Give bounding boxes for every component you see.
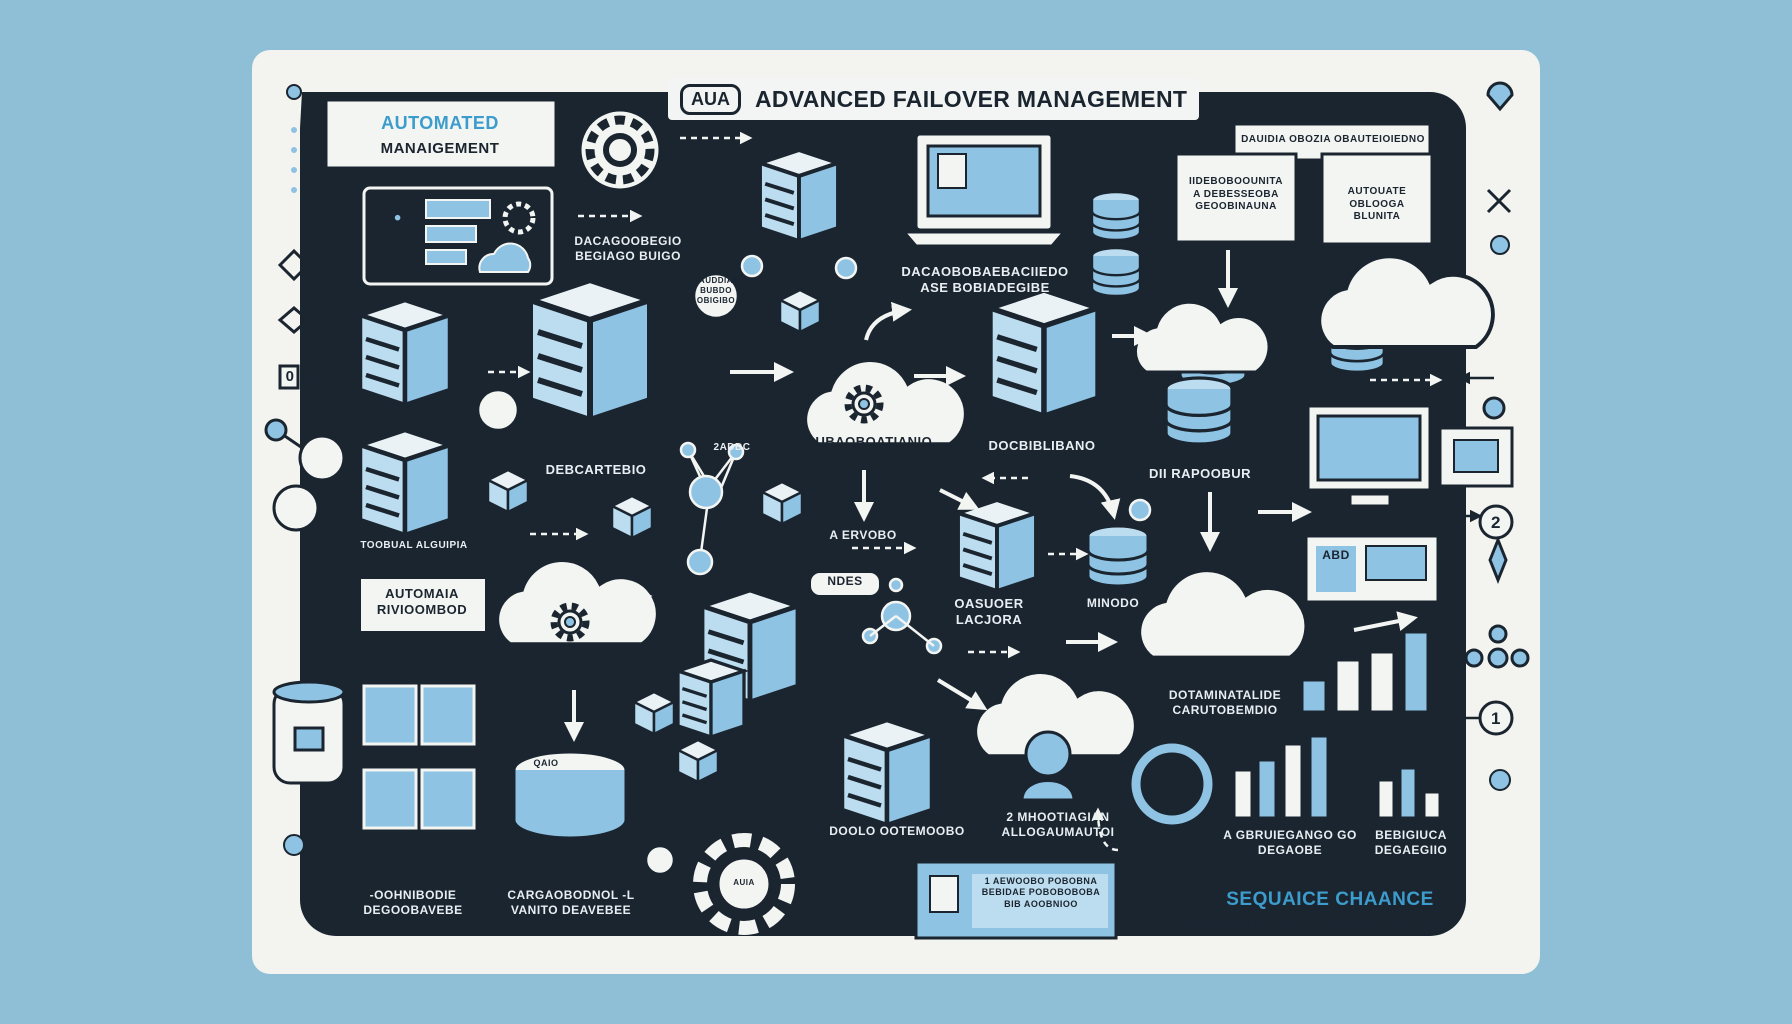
automated-management-frame (324, 98, 558, 170)
automaia-box (358, 576, 488, 634)
header-title-bar: AUA ADVANCED FAILOVER MANAGEMENT (668, 78, 1200, 120)
document-grid (362, 684, 476, 830)
automated-label: AUTOMATED (381, 113, 499, 133)
ndes-pill (808, 570, 882, 598)
label-mhootiagian: 2 MHOOTIAGIAN ALLOGAUMAUTOI (1001, 810, 1115, 839)
label-caubaoboatianio: CAUBAOBOATIANIO (795, 434, 933, 449)
side-number-0: 0 (285, 368, 295, 385)
label-toobual: TOOBUAL ALGUIPIA (360, 540, 468, 551)
management-label: MANAIGEMENT (380, 140, 500, 157)
disk-icon (512, 750, 628, 840)
label-abd: ABD (1322, 548, 1350, 562)
label-ndes: NDES (827, 574, 863, 588)
doc-left-text: IIDEBOBOOUNITA A DEBESSEOBA GEOOBINAUNA (1188, 176, 1284, 212)
label-aewoobo: 1 AEWOOBO POBOBNA BEBIDAE POBOBOBOBA BIB… (981, 876, 1101, 909)
side-number-1: 1 (1491, 709, 1501, 728)
label-dacagoobegio: DACAGOOBEGIO BEGIAGO BUIGO (574, 234, 682, 263)
left-connector-nodes (264, 418, 346, 785)
doc-banner-text: DAUIDIA OBOZIA OBAUTEIOIEDNO (1241, 134, 1425, 145)
label-minodo: MINODO (1086, 596, 1140, 610)
side-number-2: 2 (1491, 513, 1501, 532)
label-dii-rapoobur: DII RAPOOBUR (1148, 466, 1252, 481)
doc-right-text: AUTOUATE OBLOOGA BLUNITA (1347, 186, 1407, 222)
label-automaia: AUTOMAIA RIVIOOMBOD (376, 586, 468, 618)
label-a-ervobo: A ERVOBO (829, 528, 897, 542)
header-badge: AUA (680, 83, 741, 115)
label-gbruiegango: A GBRUIEGANGO GO DEGAOBE (1223, 828, 1357, 857)
bar-chart-icons (1220, 630, 1462, 820)
diamond-icon (277, 248, 311, 334)
pin-icon (1486, 81, 1514, 112)
flow-arrows (564, 250, 1418, 742)
label-dotaminatalide: DOTAMINATALIDE CARUTOBEMDIO (1168, 688, 1282, 717)
label-2addc: 2ADDC (713, 442, 751, 453)
pie-chart-icon (1131, 743, 1213, 825)
label-debcartebio: DEBCARTEBIO (545, 462, 647, 477)
monitor-icon (900, 132, 1068, 248)
right-connector-nodes (1464, 396, 1530, 736)
side-dots (283, 84, 1511, 856)
label-oohnibodie: -OOHNIBODIE DEGOOBAVEBE (363, 888, 463, 917)
dashed-arrows (488, 131, 1443, 852)
close-icon (1486, 188, 1512, 214)
document-cards (1174, 122, 1434, 246)
label-docbiblibano: DOCBIBLIBANO (988, 438, 1096, 453)
label-damamimaubue: DAMAMIMAUBUE CHOVEOBEUMUNOO (1189, 914, 1451, 929)
label-qaio: QAIO (533, 758, 559, 768)
outer-arrows (300, 371, 1494, 725)
label-sequaice-chaance: SEQUAICE CHAANCE (1226, 889, 1434, 910)
label-cauddian: CAUDDIAN BUBDO OBIGIBO (692, 276, 740, 305)
right-monitor-icon (1306, 404, 1514, 508)
label-cargaobodnol: CARGAOBODNOL -L VANITO DEAVEBEE (507, 888, 635, 917)
label-auia: AUIA (733, 878, 755, 887)
page-title: ADVANCED FAILOVER MANAGEMENT (755, 85, 1188, 112)
label-dacaobobaeb: DACAOBOBAEBACIIEDO ASE BOBIADEGIBE (901, 264, 1069, 296)
network-graph-icon (476, 254, 1152, 876)
label-doolo: DOOLO OOTEMOOBO (829, 824, 965, 838)
cycle-gear-icon (693, 833, 795, 935)
label-bebigiuca: BEBIGIUCA DEGAEGIIO (1374, 828, 1448, 857)
label-oasuoer: OASUOER LACJORA (954, 596, 1024, 628)
